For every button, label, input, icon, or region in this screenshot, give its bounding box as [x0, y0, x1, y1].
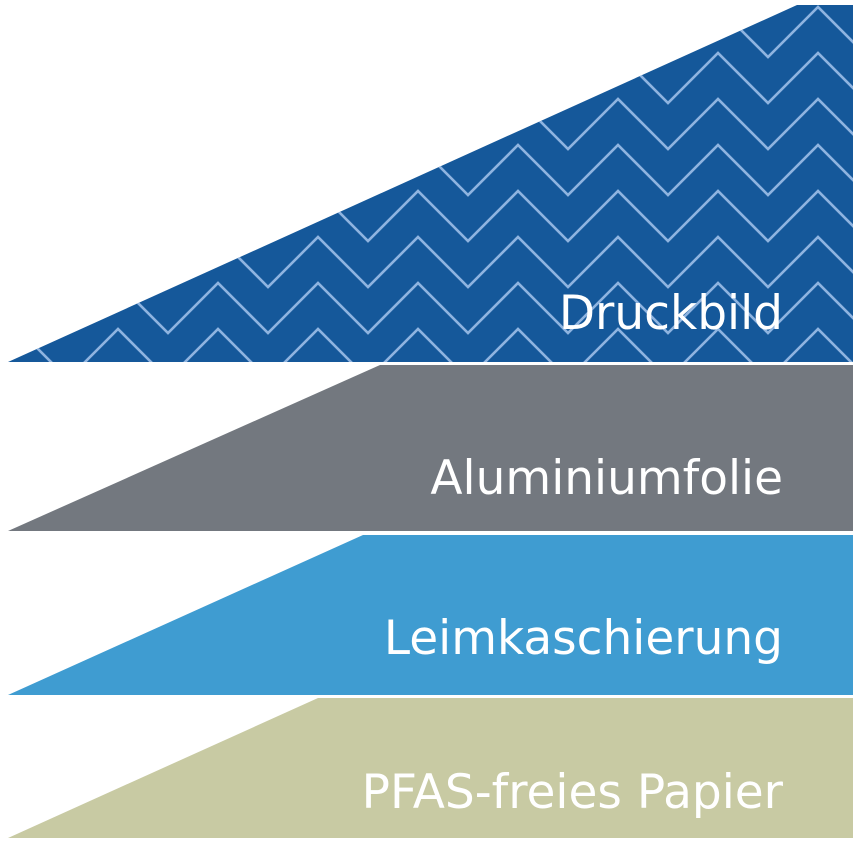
layer-druckbild-shape [8, 5, 853, 362]
layer-papier-shape [8, 698, 853, 838]
layer-label-papier: PFAS-freies Papier [362, 765, 784, 820]
layer-label-aluminiumfolie: Aluminiumfolie [430, 451, 783, 506]
layer-label-druckbild: Druckbild [559, 286, 783, 341]
layer-label-leimkaschierung: Leimkaschierung [384, 611, 783, 666]
zigzag-line [8, 5, 853, 13]
layer-leimkaschierung-shape [8, 535, 853, 695]
zigzag-line [8, 327, 853, 362]
layer-aluminiumfolie-shape [8, 365, 853, 531]
